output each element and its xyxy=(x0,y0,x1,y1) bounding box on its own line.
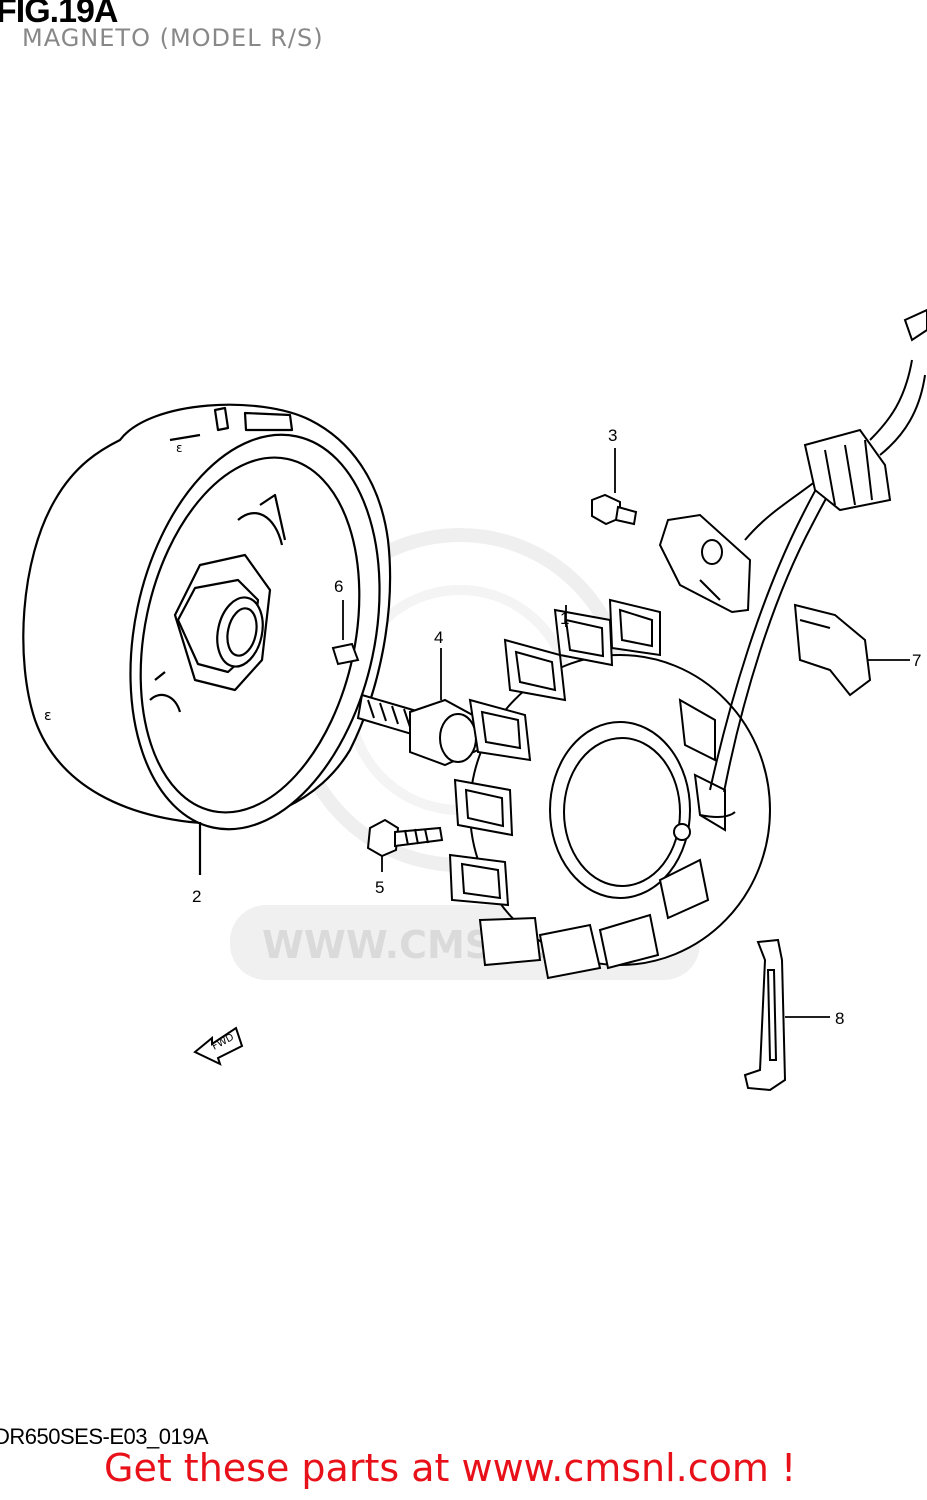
bracket xyxy=(743,938,830,1092)
key xyxy=(331,600,360,666)
clamp xyxy=(793,603,910,697)
bolt xyxy=(591,448,638,526)
pickup-coil xyxy=(658,513,752,614)
callout-6: 6 xyxy=(334,577,343,596)
figure-subtitle: MAGNETO (MODEL R/S) xyxy=(22,24,324,52)
svg-text:ε: ε xyxy=(44,708,52,724)
svg-text:ε: ε xyxy=(176,441,183,455)
callout-2: 2 xyxy=(192,887,201,906)
callout-1: 1 xyxy=(560,609,569,628)
callout-3: 3 xyxy=(608,426,617,445)
wire-harness xyxy=(699,308,927,818)
promo-link[interactable]: Get these parts at www.cmsnl.com ! xyxy=(104,1446,797,1490)
rotor-bolt xyxy=(356,648,479,767)
forward-arrow-icon: FWD xyxy=(193,1026,244,1066)
figure-number: FIG.19A xyxy=(0,0,118,30)
rotor: ε ε xyxy=(22,403,392,875)
stator xyxy=(448,598,771,980)
stator-bolt xyxy=(366,818,444,872)
drawing-code: DR650SES-E03_019A xyxy=(0,1424,209,1449)
callout-7: 7 xyxy=(912,651,921,670)
callout-4: 4 xyxy=(434,628,443,647)
callout-8: 8 xyxy=(835,1009,844,1028)
callout-5: 5 xyxy=(375,878,384,897)
